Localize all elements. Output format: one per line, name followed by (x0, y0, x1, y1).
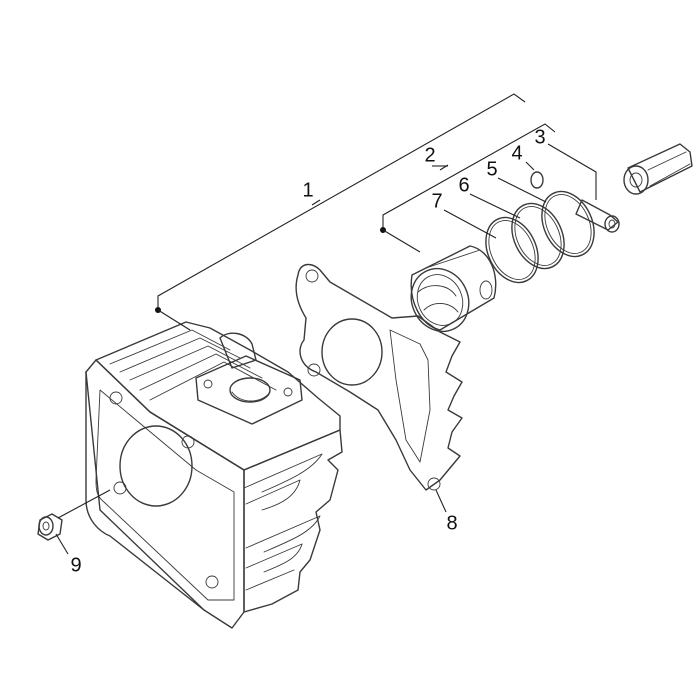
leader-lines (55, 143, 597, 555)
circlip-icon (530, 171, 544, 189)
callout-labels: 1 2 3 4 5 6 7 8 9 (70, 126, 545, 576)
piston-pin-icon (575, 199, 620, 233)
piston-rings-icon (485, 190, 595, 284)
callout-9: 9 (70, 554, 81, 576)
callout-6: 6 (458, 174, 469, 196)
cylinder-icon (85, 321, 343, 629)
connecting-rod-icon (623, 143, 693, 195)
piston-icon (410, 245, 497, 333)
callout-2: 2 (424, 144, 435, 166)
callout-8: 8 (446, 512, 457, 534)
callout-3: 3 (534, 126, 545, 148)
callout-7: 7 (431, 190, 442, 212)
bushing-icon (37, 513, 63, 541)
bracket-1 (157, 93, 526, 308)
bracket-2 (382, 123, 556, 228)
callout-5: 5 (486, 158, 497, 180)
callout-1: 1 (302, 179, 313, 201)
callout-4: 4 (511, 142, 522, 164)
gasket-icon (295, 263, 463, 491)
